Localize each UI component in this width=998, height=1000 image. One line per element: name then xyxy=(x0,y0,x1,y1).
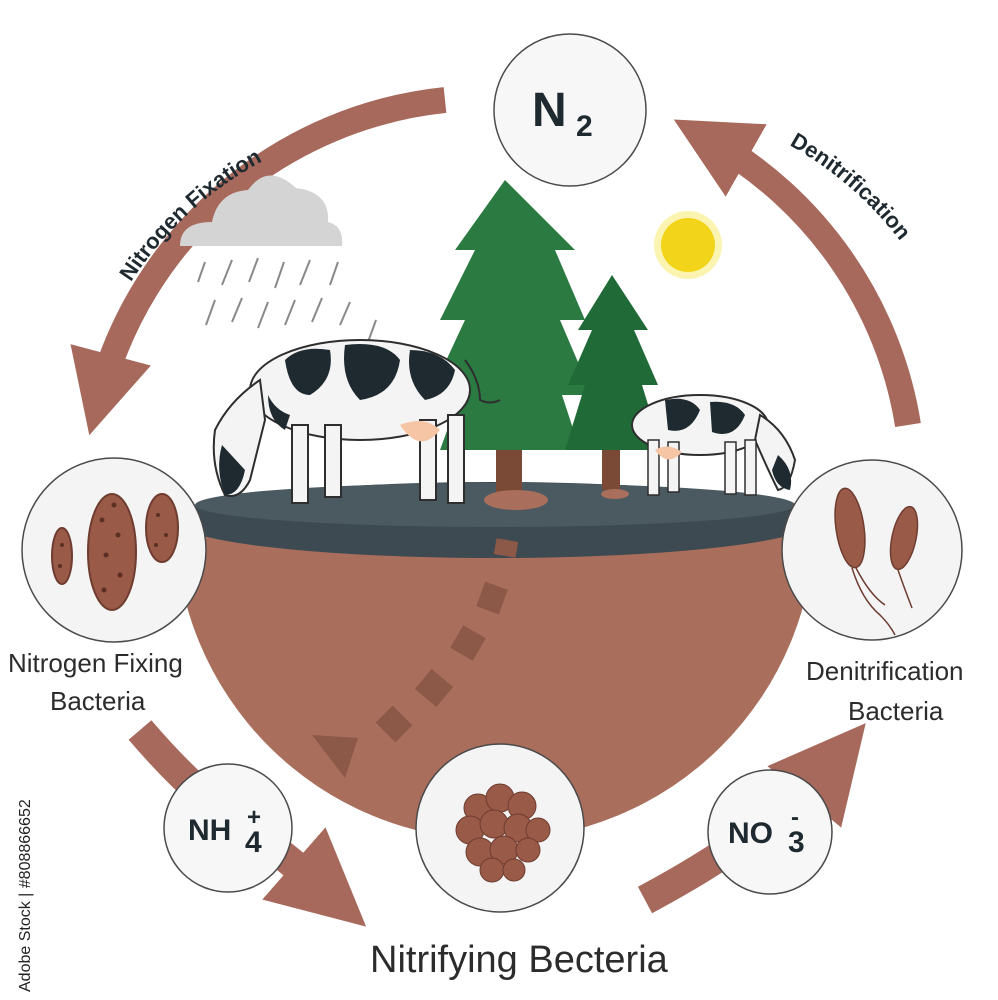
nitrogen-fixing-bacteria-caption-line1: Nitrogen Fixing xyxy=(8,648,183,678)
rain-cloud-icon xyxy=(180,175,377,343)
nitrifying-bacteria-icon xyxy=(415,743,585,913)
fixation-arrow xyxy=(70,87,447,436)
denitrification-bacteria-caption-line2: Bacteria xyxy=(848,696,944,726)
nitrogen-fixing-bacteria-icon xyxy=(21,457,207,643)
cow-large-icon xyxy=(212,339,501,504)
svg-text:3: 3 xyxy=(788,826,805,859)
svg-text:+: + xyxy=(247,804,261,831)
soil-flow-dots xyxy=(312,538,519,778)
nitrifying-bacteria-caption: Nitrifying Becteria xyxy=(370,939,669,981)
nitrogen-fixing-bacteria-caption-line2: Bacteria xyxy=(50,686,146,716)
svg-text:N: N xyxy=(532,84,567,137)
node-nh4: NH + 4 xyxy=(163,763,293,893)
svg-text:4: 4 xyxy=(245,826,262,859)
svg-text:2: 2 xyxy=(576,110,593,143)
denitrification-arrow xyxy=(673,119,921,428)
node-no3: NO - 3 xyxy=(707,769,833,895)
svg-text:-: - xyxy=(791,804,799,831)
stock-id-label: Adobe Stock | #808866652 xyxy=(17,799,34,992)
svg-text:NO: NO xyxy=(728,817,773,850)
node-n2: N 2 xyxy=(493,33,647,187)
denitrification-bacteria-icon xyxy=(781,459,963,641)
svg-text:NH: NH xyxy=(188,814,231,847)
cow-small-icon xyxy=(631,394,797,496)
denitrification-bacteria-caption-line1: Denitrification xyxy=(806,656,964,686)
trees xyxy=(430,180,662,510)
rain-lines xyxy=(197,257,377,343)
sun-icon xyxy=(654,211,722,279)
